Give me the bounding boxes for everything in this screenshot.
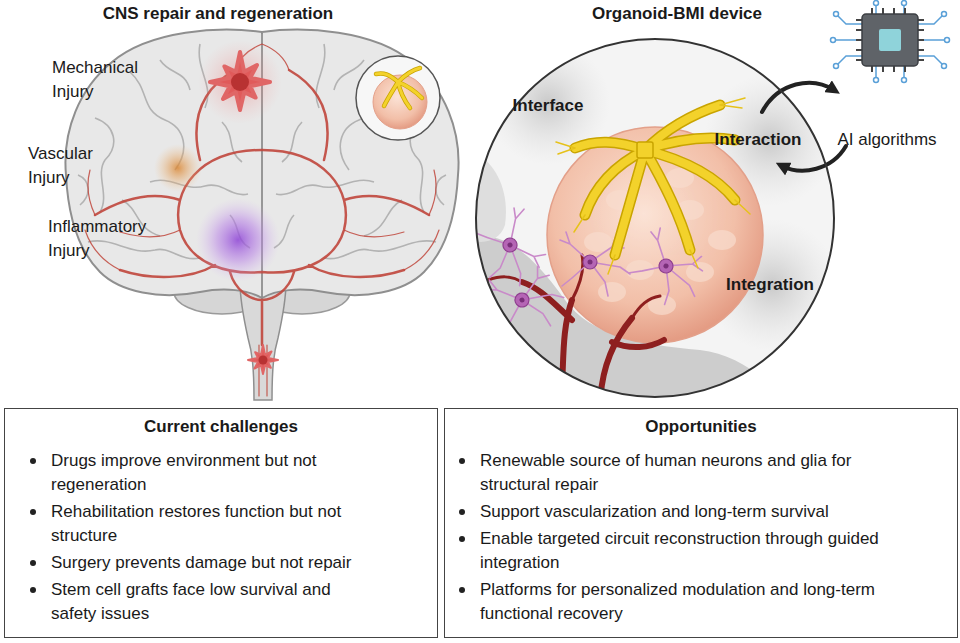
trace-end bbox=[874, 78, 879, 83]
electrode-outline bbox=[575, 105, 735, 255]
circuit-trace bbox=[836, 4, 944, 78]
lesion-core bbox=[259, 356, 268, 365]
vascular-lesion bbox=[154, 144, 202, 192]
bullet-row: Surgery prevents damage but not repair bbox=[5, 551, 437, 575]
electrode-wire bbox=[556, 98, 750, 274]
trace-end bbox=[942, 64, 947, 69]
bullet-row: Renewable source of human neurons and gl… bbox=[445, 449, 957, 497]
cell bbox=[598, 282, 626, 302]
trace-end bbox=[834, 64, 839, 69]
trace-end bbox=[902, 1, 907, 6]
box-heading: Current challenges bbox=[5, 416, 437, 438]
ai-label: AI algorithms bbox=[817, 128, 957, 152]
bullet-text: Surgery prevents damage but not repair bbox=[51, 551, 373, 575]
organoid-scene bbox=[466, 33, 840, 410]
chip-pins bbox=[856, 8, 924, 72]
trace-end bbox=[942, 12, 947, 17]
bullet-list: Drugs improve environment but not regene… bbox=[5, 449, 437, 626]
bullet-dot bbox=[30, 560, 36, 566]
brain-illustration bbox=[65, 30, 458, 400]
circle-outline-layer bbox=[475, 38, 835, 398]
bullet-dot bbox=[459, 536, 465, 542]
bullet-row: Enable targeted circuit reconstruction t… bbox=[445, 527, 957, 575]
bullet-text: Rehabilitation restores function but not… bbox=[51, 500, 373, 548]
electrode-hub bbox=[637, 142, 653, 158]
bullet-dot bbox=[459, 509, 465, 515]
bullet-text: Renewable source of human neurons and gl… bbox=[480, 449, 900, 497]
bullet-dot bbox=[459, 458, 465, 464]
mechanical-lesion bbox=[210, 52, 270, 110]
bullet-row: Drugs improve environment but not regene… bbox=[5, 449, 437, 497]
electrode-ribbon bbox=[575, 105, 735, 255]
challenges-box: Current challengesDrugs improve environm… bbox=[4, 408, 438, 638]
bullet-dot bbox=[30, 509, 36, 515]
injury-label: Vascular Injury bbox=[28, 142, 128, 190]
blood-vessel bbox=[522, 282, 664, 410]
hemisphere bbox=[262, 30, 459, 298]
lesion-core bbox=[231, 73, 249, 91]
bullet-text: Platforms for personalized modulation an… bbox=[480, 578, 900, 626]
trace-ends bbox=[831, 1, 950, 83]
stage-label: Interface bbox=[488, 94, 608, 118]
bullet-row: Support vascularization and long-term su… bbox=[445, 500, 957, 524]
bullet-text: Stem cell grafts face low survival and s… bbox=[51, 578, 373, 626]
implant-outline bbox=[356, 56, 440, 140]
organoid-circle: InterfaceInteractionIntegration bbox=[475, 38, 835, 398]
box-heading: Opportunities bbox=[445, 416, 957, 438]
bullet-dot bbox=[30, 587, 36, 593]
cell bbox=[686, 262, 714, 282]
opportunities-box: OpportunitiesRenewable source of human n… bbox=[444, 408, 958, 638]
chip-body bbox=[862, 14, 918, 66]
bullet-text: Enable targeted circuit reconstruction t… bbox=[480, 527, 900, 575]
injury-label: Inflammatory Injury bbox=[48, 215, 160, 263]
stage-label: Integration bbox=[710, 273, 830, 297]
injury-glow bbox=[198, 40, 282, 124]
injury-label: Mechanical Injury bbox=[52, 56, 162, 104]
panel-title: CNS repair and regeneration bbox=[18, 3, 418, 25]
bullet-row: Rehabilitation restores function but not… bbox=[5, 500, 437, 548]
bullet-text: Drugs improve environment but not regene… bbox=[51, 449, 373, 497]
bullet-list: Renewable source of human neurons and gl… bbox=[445, 449, 957, 626]
implant-site bbox=[356, 56, 440, 140]
inflammation-glow bbox=[196, 198, 280, 282]
bullet-dot bbox=[30, 458, 36, 464]
interaction-arrow bbox=[762, 83, 834, 112]
chip-core bbox=[879, 29, 901, 51]
bullet-row: Platforms for personalized modulation an… bbox=[445, 578, 957, 626]
circle-outline bbox=[476, 39, 834, 397]
trace-end bbox=[831, 38, 836, 43]
blood-vessel bbox=[488, 255, 660, 318]
panel-title: Organoid-BMI device bbox=[477, 3, 877, 25]
implant-background bbox=[356, 56, 440, 140]
neuron bbox=[623, 225, 716, 315]
electrode-outline bbox=[376, 68, 422, 108]
trace-end bbox=[874, 1, 879, 6]
cell bbox=[708, 230, 736, 250]
electrode-ribbon bbox=[376, 68, 422, 108]
bullet-row: Stem cell grafts face low survival and s… bbox=[5, 578, 437, 626]
trace-end bbox=[945, 38, 950, 43]
interaction-arrow bbox=[782, 146, 846, 171]
bullet-text: Support vascularization and long-term su… bbox=[480, 500, 900, 524]
spinal-lesion bbox=[248, 345, 278, 374]
ai-chip bbox=[831, 1, 950, 83]
stage-label: Interaction bbox=[698, 128, 818, 152]
trace-end bbox=[902, 78, 907, 83]
trace-end bbox=[834, 12, 839, 17]
bullet-dot bbox=[459, 587, 465, 593]
